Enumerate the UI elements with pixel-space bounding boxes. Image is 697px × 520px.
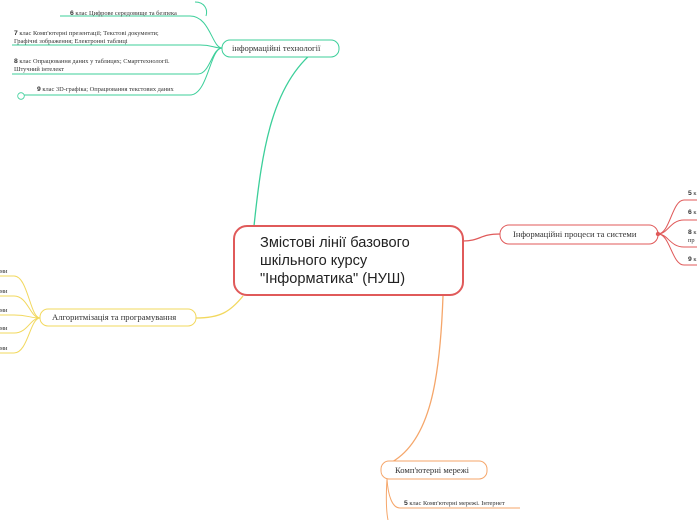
algo-item-5[interactable]: ми bbox=[0, 345, 8, 352]
root-title-line-3: "Інформатика" (НУШ) bbox=[260, 271, 406, 287]
connector-it bbox=[253, 46, 321, 227]
algo-item-1[interactable]: ми bbox=[0, 268, 8, 275]
algo-item-4[interactable]: ми bbox=[0, 325, 8, 332]
it-item-3[interactable]: 8 клас Опрацювання даних у таблицях; Сма… bbox=[14, 58, 170, 74]
net-connector-2 bbox=[385, 478, 389, 520]
it-item-1-num: 6 bbox=[70, 10, 74, 17]
info-item-4-num: 9 bbox=[688, 256, 692, 263]
info-item-1-text: к bbox=[693, 190, 697, 197]
info-item-3[interactable]: 8 к пр bbox=[688, 229, 697, 245]
info-connector-2 bbox=[657, 219, 697, 235]
info-item-3-text: к bbox=[693, 229, 697, 236]
algo-connector-5 bbox=[0, 317, 41, 354]
info-item-3-num: 8 bbox=[688, 229, 692, 236]
connector-info bbox=[462, 233, 501, 242]
it-connector-1 bbox=[60, 15, 223, 49]
it-item-2-text2: Графічні зображення; Електронні таблиці bbox=[14, 38, 128, 46]
info-item-2[interactable]: 6 к bbox=[688, 209, 697, 217]
branch-net-node[interactable] bbox=[380, 460, 488, 480]
net-connector-1 bbox=[386, 478, 520, 509]
it-item-4[interactable]: 9 клас 3D-графіка; Опрацювання текстових… bbox=[37, 86, 174, 94]
info-item-1[interactable]: 5 к bbox=[688, 190, 697, 198]
it-item-1-text: клас Цифрове середовище та безпека bbox=[75, 10, 177, 17]
info-item-2-num: 6 bbox=[688, 209, 692, 216]
it-item-2[interactable]: 7 клас Комп'ютерні презентації; Текстові… bbox=[14, 30, 159, 46]
root-title-line-1: Змістові лінії базового bbox=[260, 235, 410, 251]
collapse-toggle-icon[interactable] bbox=[17, 92, 25, 100]
root-title: Змістові лінії базового шкільного курсу … bbox=[260, 234, 410, 288]
root-title-line-2: шкільного курсу bbox=[260, 253, 368, 269]
connector-net bbox=[391, 295, 444, 463]
algo-item-3[interactable]: ми bbox=[0, 307, 8, 314]
it-item-2-num: 7 bbox=[14, 30, 18, 37]
algo-connector-1 bbox=[0, 275, 41, 319]
root-node[interactable] bbox=[233, 225, 464, 296]
algo-connector-3 bbox=[0, 314, 41, 319]
it-connector-top bbox=[194, 1, 208, 17]
it-item-1[interactable]: 6 клас Цифрове середовище та безпека bbox=[70, 10, 177, 18]
info-connector-4 bbox=[657, 233, 697, 266]
it-item-2-text: клас Комп'ютерні презентації; Текстові д… bbox=[19, 30, 159, 37]
connector-algo bbox=[195, 295, 244, 319]
net-item-1[interactable]: 5 клас Комп'ютерні мережі. Інтернет bbox=[404, 500, 505, 508]
it-connector-2 bbox=[12, 44, 223, 49]
branch-net-label[interactable]: Комп'ютерні мережі bbox=[395, 465, 470, 475]
it-item-3-num: 8 bbox=[14, 58, 18, 65]
branch-it-label[interactable]: інформаційні технології bbox=[232, 43, 321, 53]
info-item-4-text: к bbox=[693, 256, 697, 263]
it-item-3-text: клас Опрацювання даних у таблицях; Смарт… bbox=[19, 58, 170, 65]
algo-item-2[interactable]: ми bbox=[0, 288, 8, 295]
it-item-3-text2: Штучний інтелект bbox=[14, 66, 65, 74]
info-item-1-num: 5 bbox=[688, 190, 692, 197]
info-toggle-icon[interactable] bbox=[655, 231, 661, 237]
net-item-1-text: клас Комп'ютерні мережі. Інтернет bbox=[409, 500, 505, 507]
algo-connector-2 bbox=[0, 295, 41, 319]
info-item-3-text2: пр bbox=[688, 237, 695, 245]
branch-algo-label[interactable]: Алгоритмізація та програмування bbox=[52, 312, 177, 322]
it-connector-4 bbox=[20, 47, 223, 96]
branch-info-label[interactable]: Інформаційні процеси та системи bbox=[513, 229, 637, 239]
info-item-2-text: к bbox=[693, 209, 697, 216]
net-item-1-num: 5 bbox=[404, 500, 408, 507]
it-item-4-num: 9 bbox=[37, 86, 41, 93]
info-item-4[interactable]: 9 к bbox=[688, 256, 697, 264]
it-item-4-text: клас 3D-графіка; Опрацювання текстових д… bbox=[42, 86, 174, 93]
